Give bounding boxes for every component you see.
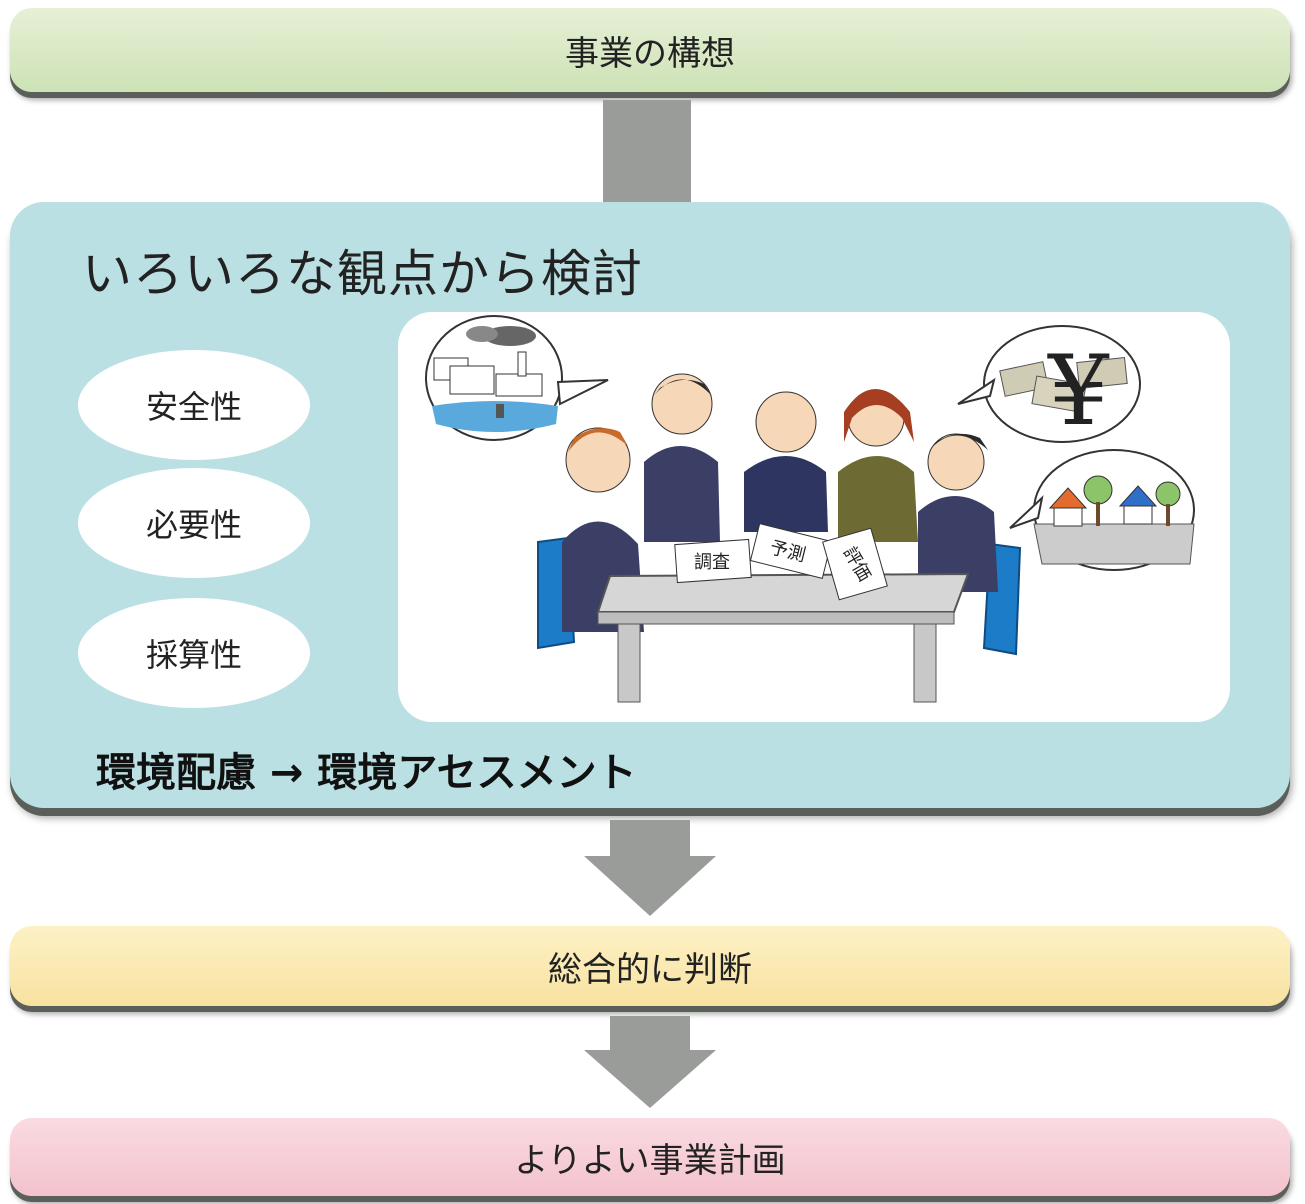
consideration-panel: いろいろな観点から検討 安全性 必要性 採算性 xyxy=(10,202,1290,808)
meeting-illustration: ¥ xyxy=(398,312,1230,722)
document-forecast: 予測 xyxy=(749,523,833,579)
meeting-illustration-svg: ¥ xyxy=(425,315,1195,703)
aspect-safety-label: 安全性 xyxy=(145,388,242,426)
step-comprehensive-judgment: 総合的に判断 xyxy=(10,926,1290,1006)
living-environment-bubble xyxy=(1009,449,1195,571)
yen-symbol: ¥ xyxy=(1047,335,1110,447)
connector-arrow-1 xyxy=(603,100,691,206)
connector-arrow-3 xyxy=(584,1016,716,1108)
panel-footer: 環境配慮 → 環境アセスメント xyxy=(96,750,637,796)
person-5 xyxy=(918,433,998,592)
person-2 xyxy=(644,373,720,542)
money-bubble: ¥ xyxy=(957,325,1141,447)
document-survey-label: 調査 xyxy=(694,552,730,573)
person-3 xyxy=(744,391,828,532)
aspect-profitability-label: 採算性 xyxy=(145,636,242,674)
aspect-safety: 安全性 xyxy=(78,350,310,460)
connector-arrow-2 xyxy=(584,820,716,916)
factory-pollution-bubble xyxy=(425,315,609,441)
step-business-concept: 事業の構想 xyxy=(10,8,1290,92)
step-better-business-plan-label: よりよい事業計画 xyxy=(514,1140,786,1181)
step-comprehensive-judgment-label: 総合的に判断 xyxy=(548,949,752,990)
step-better-business-plan: よりよい事業計画 xyxy=(10,1118,1290,1196)
document-evaluation: 評価 xyxy=(822,527,888,601)
document-survey: 調査 xyxy=(674,538,752,584)
person-4 xyxy=(838,389,918,542)
meeting-table xyxy=(596,572,970,703)
aspect-necessity-label: 必要性 xyxy=(145,506,242,544)
panel-title: いろいろな観点から検討 xyxy=(82,245,643,303)
aspect-necessity: 必要性 xyxy=(78,468,310,578)
aspect-profitability: 採算性 xyxy=(78,598,310,708)
step-business-concept-label: 事業の構想 xyxy=(565,33,735,74)
